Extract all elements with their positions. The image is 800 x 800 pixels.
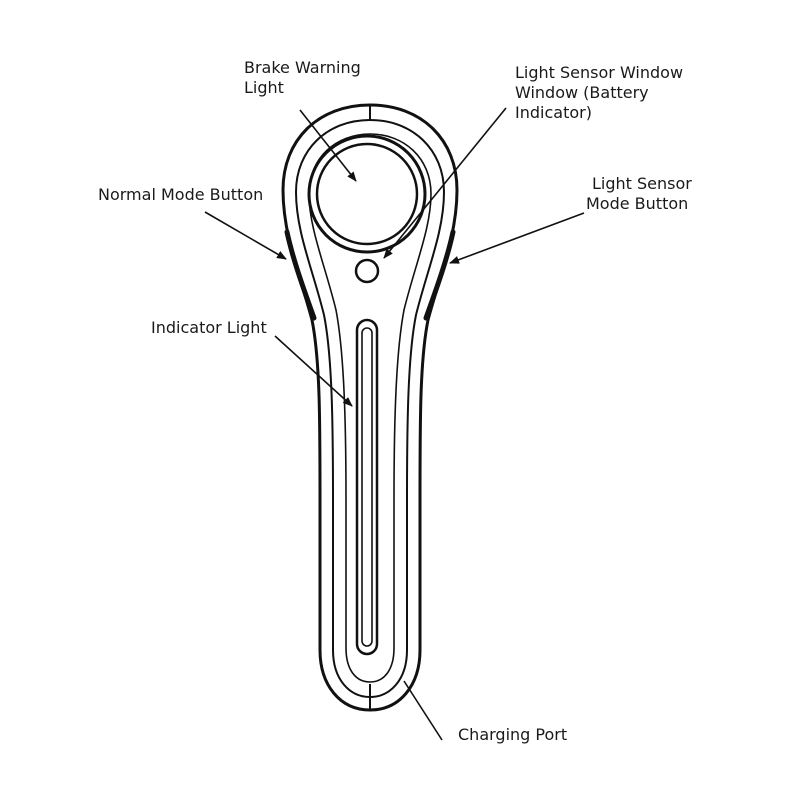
light-sensor-window-shape (354, 258, 380, 284)
indicator-light-label: Indicator Light (151, 318, 267, 338)
charging-port-label: Charging Port (458, 725, 567, 745)
normal-mode-leader (204, 211, 287, 260)
light-sensor-window-label-line1: Light Sensor Window (515, 63, 684, 82)
light-sensor-window-leader (383, 107, 507, 259)
normal-mode-button-label: Normal Mode Button (98, 185, 263, 205)
device-groove-outline (308, 133, 432, 683)
light-sensor-mode-button-label-line1: Light Sensor (592, 174, 692, 193)
normal-mode-button-label-line1: Normal Mode Button (98, 185, 264, 204)
normal-mode-button-shape (284, 229, 317, 321)
brake-warning-light-label-line2: Light (244, 78, 284, 97)
light-sensor-mode-leader (449, 212, 585, 264)
light-sensor-mode-button-shape (423, 229, 456, 321)
charging-port-leader (403, 680, 443, 741)
light-sensor-mode-button-label: Light Sensor Mode Button (586, 174, 692, 214)
brake-warning-light-outer (307, 134, 427, 254)
indicator-light-strip-outer (355, 318, 379, 656)
brake-warning-leader (299, 109, 357, 182)
light-sensor-mode-button-label-line2: Mode Button (586, 194, 689, 213)
indicator-light-label-line1: Indicator Light (151, 318, 267, 337)
indicator-light-strip-inner (361, 327, 373, 647)
light-sensor-window-label: Light Sensor Window Window (Battery Indi… (515, 63, 683, 123)
brake-warning-light-label-line1: Brake Warning (244, 58, 361, 77)
light-sensor-window-label-line2: Window (Battery (515, 83, 649, 102)
light-sensor-window-label-line3: Indicator) (515, 103, 592, 122)
brake-warning-light-label: Brake Warning Light (244, 58, 361, 98)
indicator-light-leader (274, 335, 353, 407)
charging-port-label-line1: Charging Port (458, 725, 568, 744)
brake-warning-light-inner (315, 142, 419, 246)
